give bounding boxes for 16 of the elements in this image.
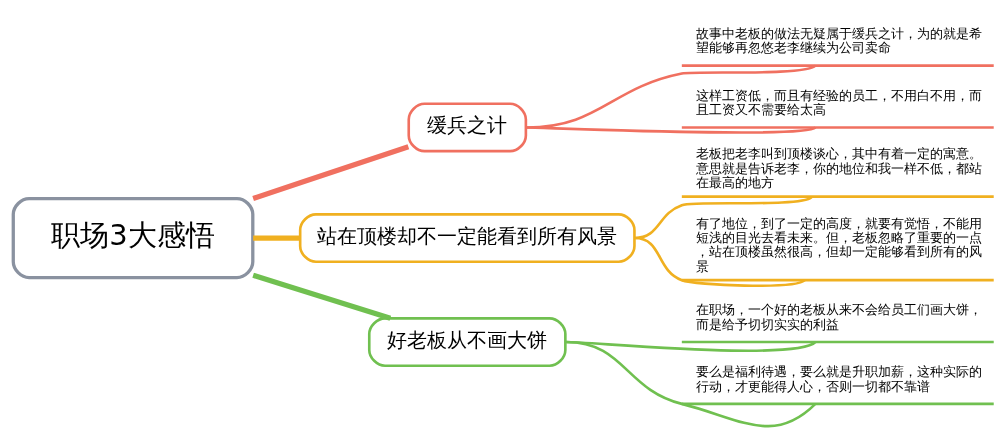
connector <box>252 143 410 201</box>
node-box: 站在顶楼却不一定能看到所有风景 <box>298 212 636 263</box>
connector <box>253 234 301 241</box>
node-box: 好老板从不画大饼 <box>367 316 567 367</box>
connector <box>252 272 392 321</box>
node-box: 职场3大感悟 <box>11 196 255 279</box>
node-text: 这样工资低，而且有经验的员工，不用白不用，而且工资又不需要给太高 <box>696 87 983 117</box>
node-text: 故事中老板的做法无疑属于缓兵之计，为的就是希望能够再忽悠老李继续为公司卖命 <box>696 25 983 55</box>
node-box: 缓兵之计 <box>407 102 528 152</box>
connector <box>565 340 817 427</box>
node-text: 老板把老李叫到顶楼谈心，其中有着一定的寓意。意思就是告诉老李，你的地位和我一样不低，都站在最高的地方 <box>696 145 983 190</box>
connector <box>526 125 816 134</box>
node-text: 有了地位，到了一定的高度，就要有觉悟，不能用短浅的目光去看未来。但，老板忽略了重要的一点，站在顶楼虽然很高，但却一定能够看到所有的风景 <box>696 215 983 274</box>
connector <box>634 236 806 287</box>
node-text: 在职场，一个好的老板从来不会给员工们画大饼，而是给予切切实实的利益 <box>696 301 983 332</box>
node-text: 要么是福利待遇，要么就是升职加薪，这种实际的行动，才更能得人心，否则一切都不靠谱 <box>696 363 983 394</box>
